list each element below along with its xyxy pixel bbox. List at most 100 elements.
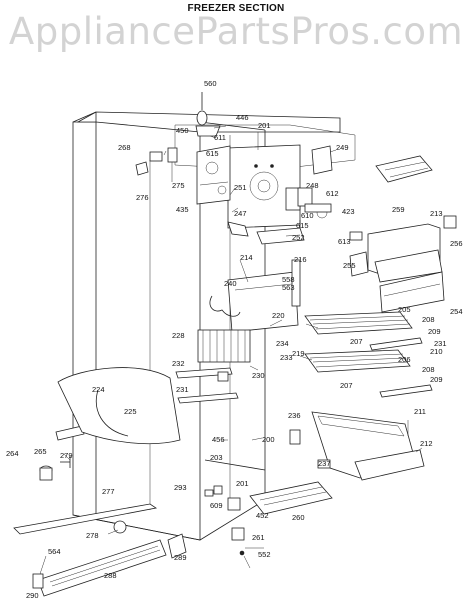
part-number-label: 225 [124, 407, 137, 416]
part-number-label: 248 [306, 181, 319, 190]
part-number-label: 205 [398, 305, 411, 314]
shelf-supports [175, 367, 239, 404]
bracket-249 [311, 145, 333, 175]
part-number-label: 209 [430, 375, 443, 384]
part-number-label: 560 [204, 79, 217, 88]
part-number-label: 213 [430, 209, 443, 218]
switch-parts [135, 147, 178, 176]
part-number-label: 237 [318, 459, 331, 468]
fan-assembly [227, 187, 332, 237]
evaporator-area [227, 259, 301, 333]
ice-bin [311, 411, 425, 481]
part-number-label: 236 [288, 411, 301, 420]
cover-252 [256, 227, 305, 245]
part-number-label: 552 [258, 550, 271, 559]
part-number-label: 276 [136, 193, 149, 202]
part-number-label: 611 [214, 133, 226, 142]
part-number-label: 228 [172, 331, 185, 340]
part-number-label: 563 [282, 283, 295, 292]
part-number-label: 259 [392, 205, 405, 214]
part-number-label: 277 [102, 487, 115, 496]
part-number-label: 268 [118, 143, 131, 152]
part-number-label: 450 [176, 126, 189, 135]
wire-shelves [304, 311, 433, 398]
part-number-label: 452 [256, 511, 269, 520]
part-number-label: 233 [280, 353, 293, 362]
part-number-label: 212 [420, 439, 433, 448]
part-number-label: 564 [48, 547, 61, 556]
part-number-label: 610 [301, 211, 314, 220]
part-number-label: 249 [336, 143, 349, 152]
part-number-label: 293 [174, 483, 187, 492]
part-number-label: 201 [258, 121, 271, 130]
part-number-label: 210 [430, 347, 443, 356]
part-number-label: 275 [172, 181, 185, 190]
part-number-label: 423 [342, 207, 355, 216]
part-number-label: 290 [26, 591, 39, 600]
rear-panel [227, 144, 301, 229]
part-number-label: 609 [210, 501, 223, 510]
part-number-label: 219 [292, 349, 305, 358]
evaporator-coil [197, 329, 251, 363]
watermark-text: AppliancePartsPros.com [8, 10, 464, 53]
part-number-label: 446 [236, 113, 249, 122]
part-number-label: 209 [428, 327, 441, 336]
part-number-label: 252 [292, 233, 305, 242]
part-number-label: 435 [176, 205, 189, 214]
heater-wire [209, 295, 241, 317]
part-number-label: 256 [450, 239, 463, 248]
part-number-label: 278 [86, 531, 99, 540]
part-number-label: 203 [210, 453, 223, 462]
part-number-label: 206 [398, 355, 411, 364]
part-number-label: 207 [350, 337, 363, 346]
control-box [196, 145, 231, 205]
drain-pan [249, 481, 333, 515]
part-number-label: 288 [104, 571, 117, 580]
part-number-label: 613 [338, 237, 351, 246]
part-number-label: 279 [60, 451, 73, 460]
part-number-label: 615 [296, 221, 309, 230]
part-number-label: 254 [450, 307, 463, 316]
door-shelf-assembly [349, 215, 457, 313]
part-number-label: 231 [434, 339, 447, 348]
part-number-label: 200 [262, 435, 275, 444]
part-number-label: 230 [252, 371, 265, 380]
part-number-label: 208 [422, 315, 435, 324]
leveling-parts [39, 425, 127, 534]
door-bin-225 [57, 367, 181, 445]
part-number-label: 207 [340, 381, 353, 390]
part-number-label: 289 [174, 553, 187, 562]
part-number-label: 220 [272, 311, 285, 320]
leader-lines [39, 125, 423, 575]
part-number-label: 264 [6, 449, 19, 458]
part-number-label: 234 [276, 339, 289, 348]
part-number-label: 456 [212, 435, 225, 444]
part-number-label: 224 [92, 385, 105, 394]
part-number-label: 232 [172, 359, 185, 368]
part-number-label: 208 [422, 365, 435, 374]
part-number-label: 255 [343, 261, 356, 270]
part-number-label: 265 [34, 447, 47, 456]
panel-255 [349, 251, 369, 277]
part-number-label: 261 [252, 533, 265, 542]
part-number-label: 211 [414, 407, 426, 416]
lower-frame [204, 429, 301, 471]
part-number-label: 558 [282, 275, 295, 284]
base-grille [13, 503, 187, 597]
part-number-label: 201 [236, 479, 249, 488]
part-number-label: 216 [294, 255, 307, 264]
part-number-label: 612 [326, 189, 339, 198]
part-number-label: 240 [224, 279, 237, 288]
light-socket [195, 92, 221, 137]
part-number-label: 251 [234, 183, 247, 192]
part-number-label: 615 [206, 149, 219, 158]
small-fasteners [204, 459, 331, 556]
part-number-label: 247 [234, 209, 247, 218]
page-title: FREEZER SECTION [187, 3, 285, 14]
part-number-label: 214 [240, 253, 253, 262]
part-number-label: 231 [176, 385, 189, 394]
ice-tray [375, 155, 433, 183]
part-number-label: 260 [292, 513, 305, 522]
